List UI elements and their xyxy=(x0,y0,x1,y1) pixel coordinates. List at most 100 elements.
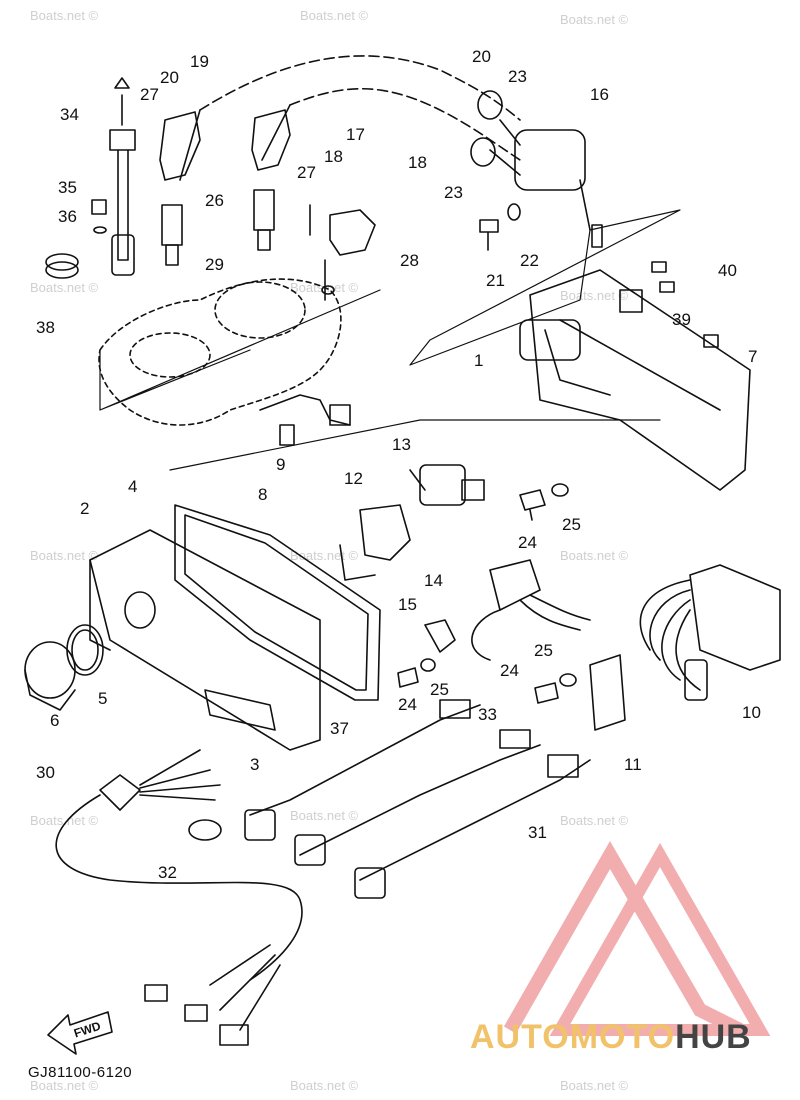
part-label: 16 xyxy=(590,85,609,104)
thermo-sensor xyxy=(109,77,136,276)
watermark-text: Boats.net © xyxy=(30,548,99,563)
diagram-code: GJ81100-6120 xyxy=(28,1064,133,1081)
watermark-text: Boats.net © xyxy=(30,813,99,828)
part-label: 4 xyxy=(128,477,137,496)
part-label: 9 xyxy=(276,455,285,474)
part-label: 39 xyxy=(672,310,691,329)
forward-arrow-icon xyxy=(47,1011,113,1055)
part-label: 27 xyxy=(297,163,316,182)
clamp xyxy=(188,819,222,841)
watermark-text: Boats.net © xyxy=(30,8,99,23)
part-label: 21 xyxy=(486,271,505,290)
electrical-box xyxy=(519,269,751,491)
cable-assembly xyxy=(244,699,591,899)
part-label: 23 xyxy=(508,67,527,86)
o-ring xyxy=(66,624,104,676)
bolt xyxy=(479,203,521,251)
spark-plug xyxy=(161,189,275,266)
part-label: 3 xyxy=(250,755,259,774)
part-label: 23 xyxy=(444,183,463,202)
part-label: 24 xyxy=(500,661,519,680)
bracket xyxy=(309,204,376,301)
bolt xyxy=(651,261,719,348)
part-label: 2 xyxy=(80,499,89,518)
bolt xyxy=(91,199,107,234)
part-label: 20 xyxy=(160,68,179,87)
part-label: 18 xyxy=(408,153,427,172)
part-label: 38 xyxy=(36,318,55,337)
bolt xyxy=(397,483,577,704)
leader-lines xyxy=(99,289,381,411)
electrical-box-cover xyxy=(89,529,321,751)
watermark-text: Boats.net © xyxy=(560,548,629,563)
gasket xyxy=(174,504,381,701)
part-label: 37 xyxy=(330,719,349,738)
watermark-text: Boats.net © xyxy=(30,280,99,295)
part-label: 27 xyxy=(140,85,159,104)
part-label: 19 xyxy=(190,52,209,71)
ignition-coil xyxy=(470,90,603,248)
part-label: 18 xyxy=(324,147,343,166)
watermarks: Boats.net © Boats.net © Boats.net © Boat… xyxy=(30,8,629,1093)
watermark-text: Boats.net © xyxy=(290,808,359,823)
brand-part1: AUTOMOTO xyxy=(470,1018,676,1056)
part-label: 5 xyxy=(98,689,107,708)
clip xyxy=(45,253,79,279)
high-tension-cords xyxy=(179,55,521,181)
part-label: 10 xyxy=(742,703,761,722)
part-label: 20 xyxy=(472,47,491,66)
plug-cap xyxy=(159,109,291,181)
part-label: 40 xyxy=(718,261,737,280)
watermark-text: Boats.net © xyxy=(30,1078,99,1093)
part-label: 30 xyxy=(36,763,55,782)
watermark-text: Boats.net © xyxy=(300,8,369,23)
part-label: 13 xyxy=(392,435,411,454)
part-label: 29 xyxy=(205,255,224,274)
leader-lines xyxy=(409,209,681,366)
brand-part2: HUB xyxy=(675,1018,752,1056)
part-label: 34 xyxy=(60,105,79,124)
automotohub-logo-icon xyxy=(503,840,771,1037)
part-label: 15 xyxy=(398,595,417,614)
part-label: 32 xyxy=(158,863,177,882)
part-label: 12 xyxy=(344,469,363,488)
part-labels: 19 20 27 34 26 27 17 18 20 23 16 18 23 3… xyxy=(36,47,761,1041)
part-label: 1 xyxy=(474,351,483,370)
part-label: 14 xyxy=(424,571,443,590)
part-label: 25 xyxy=(562,515,581,534)
part-label: 36 xyxy=(58,207,77,226)
position-sensor xyxy=(409,464,485,506)
cylinder-head-outline xyxy=(98,278,342,426)
brand-wordmark: AUTOMOTOHUB xyxy=(470,1018,752,1057)
part-label: 8 xyxy=(258,485,267,504)
part-label: 24 xyxy=(398,695,417,714)
part-label: 31 xyxy=(528,823,547,842)
part-label: 33 xyxy=(478,705,497,724)
watermark-text: Boats.net © xyxy=(560,12,629,27)
part-label: 25 xyxy=(430,680,449,699)
wire-harness xyxy=(471,559,591,661)
part-label: 35 xyxy=(58,178,77,197)
part-label: 7 xyxy=(748,347,757,366)
part-label: 22 xyxy=(520,251,539,270)
sensor xyxy=(259,394,351,446)
watermark-text: Boats.net © xyxy=(560,1078,629,1093)
main-harness xyxy=(55,749,303,1046)
part-label: 28 xyxy=(400,251,419,270)
watermark-text: Boats.net © xyxy=(560,288,629,303)
part-label: 26 xyxy=(205,191,224,210)
part-label: 6 xyxy=(50,711,59,730)
relay xyxy=(339,504,411,581)
control-unit xyxy=(639,564,781,701)
watermark-text: Boats.net © xyxy=(560,813,629,828)
part-label: 25 xyxy=(534,641,553,660)
watermark-text: Boats.net © xyxy=(290,1078,359,1093)
part-label: 24 xyxy=(518,533,537,552)
leader-lines xyxy=(169,419,661,471)
bracket xyxy=(589,654,626,731)
part-label: 17 xyxy=(346,125,365,144)
clamp xyxy=(424,619,456,653)
part-label: 11 xyxy=(624,755,642,774)
